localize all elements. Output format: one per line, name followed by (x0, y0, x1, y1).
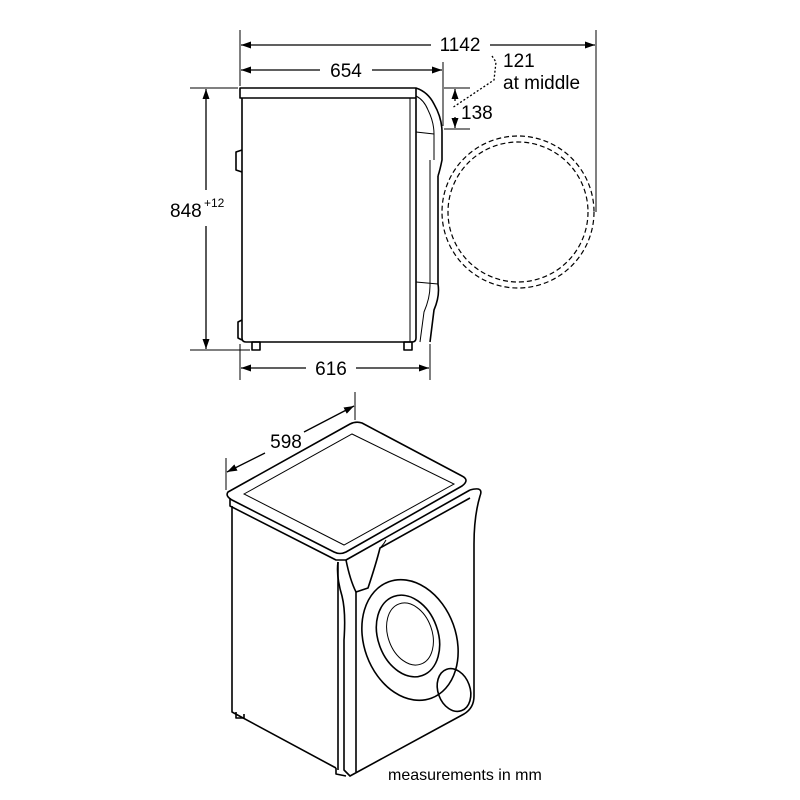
persp-control-panel (345, 497, 471, 593)
persp-control-panel-line (379, 539, 387, 549)
label-door-open-value: 121 (503, 51, 535, 72)
label-height: 848 (170, 201, 202, 222)
side-cabinet (241, 98, 417, 343)
door-swing-circle-inner (447, 141, 589, 283)
label-total-depth: 1142 (440, 35, 481, 56)
persp-top-edge-front (229, 498, 346, 561)
persp-left-side (231, 506, 337, 769)
side-rear-bumper (235, 149, 243, 173)
side-door-gap (415, 131, 435, 135)
persp-service-flap (436, 667, 472, 713)
side-door-profile-inner (419, 160, 431, 343)
leader-door-open-note (451, 55, 497, 109)
label-height-tolerance: +12 (204, 196, 225, 210)
persp-foot-left (235, 712, 245, 719)
side-front-foot (403, 341, 413, 351)
persp-top-inner (242, 433, 456, 546)
label-base-depth: 616 (315, 359, 347, 380)
persp-top-outer (226, 421, 467, 555)
dim-line-width-right (303, 405, 355, 433)
side-dimensions: 1142 654 121 at middle 138 848 +12 616 (170, 30, 597, 380)
measurement-caption: measurements in mm (388, 767, 542, 784)
side-rear-foot (251, 341, 261, 351)
side-door-hinge (415, 281, 439, 285)
persp-foot-front (335, 768, 347, 777)
side-top-panel (239, 87, 417, 99)
label-width: 598 (270, 432, 302, 453)
perspective-dimensions: 598 (225, 392, 356, 490)
side-door-profile (429, 176, 440, 343)
persp-door-outer (361, 578, 459, 702)
door-swing-circle (441, 135, 595, 289)
persp-top-edge-right (345, 489, 471, 561)
persp-door-window (375, 594, 441, 678)
perspective-view (226, 421, 482, 777)
side-control-panel-inner (415, 95, 435, 160)
side-control-panel (415, 87, 443, 177)
persp-door-window-inner (386, 602, 434, 666)
side-rear-foot-bracket (237, 319, 243, 341)
side-view (235, 87, 595, 351)
label-door-depth: 138 (461, 103, 493, 124)
persp-front-panel (336, 488, 482, 777)
label-door-open-text: at middle (503, 73, 580, 94)
dim-line-width-left (226, 452, 266, 473)
label-depth: 654 (330, 61, 362, 82)
